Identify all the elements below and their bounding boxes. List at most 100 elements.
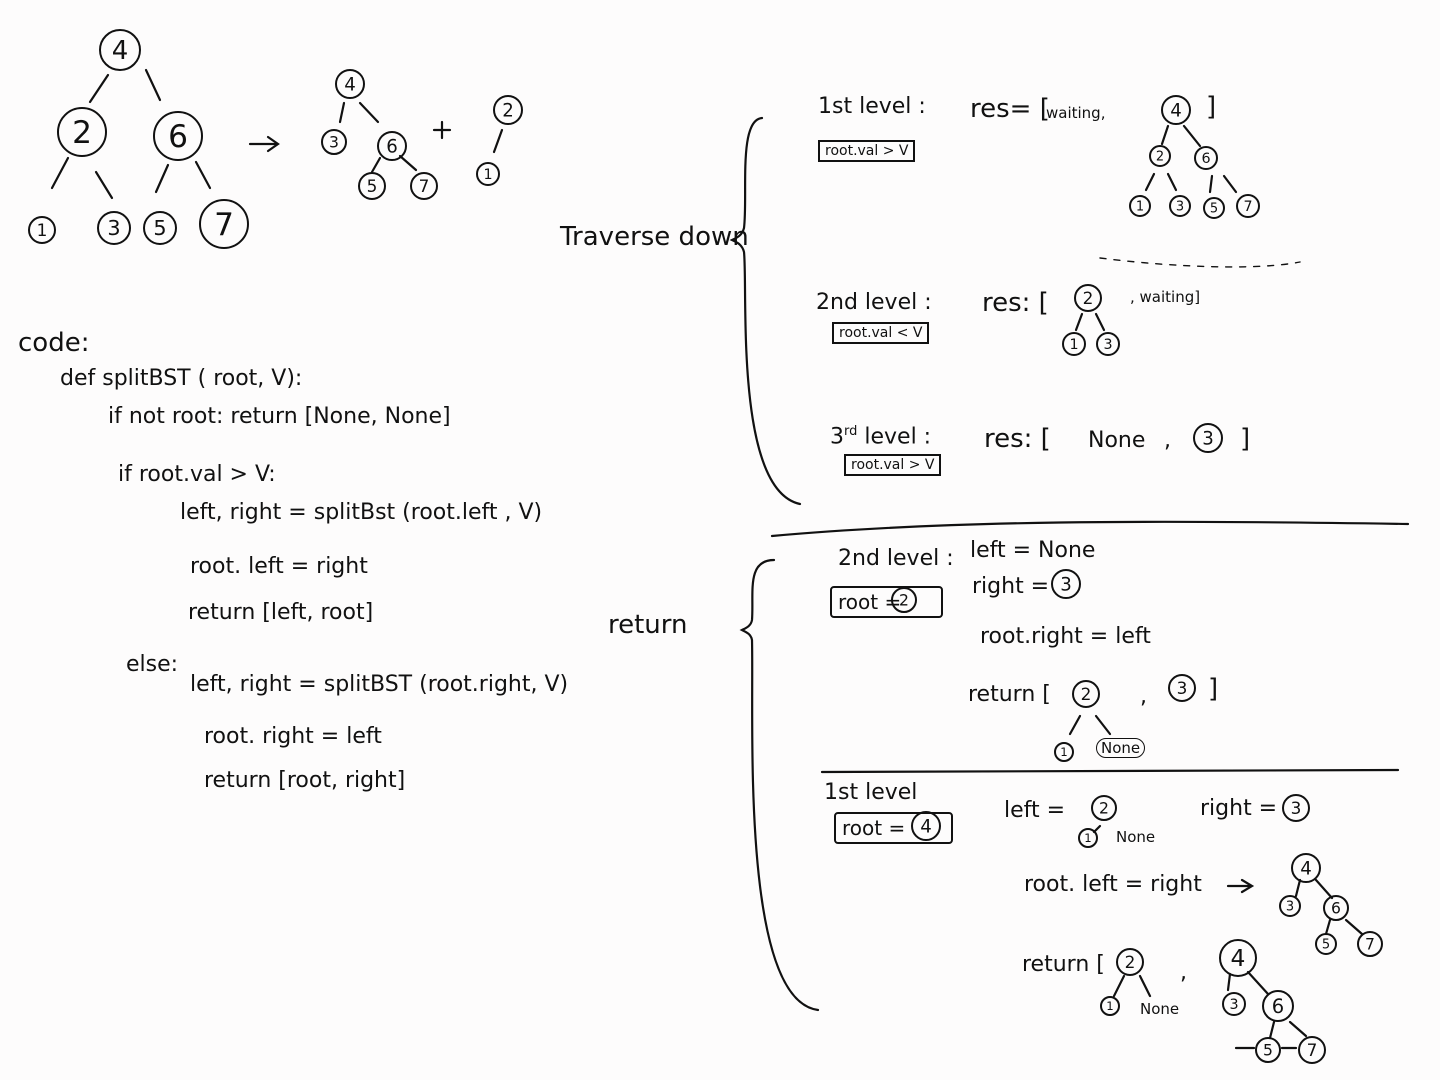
tree-node-circle <box>1096 332 1120 356</box>
tree-node-circle <box>335 69 365 99</box>
tree-node-value: 4 <box>920 816 932 837</box>
code-header: code: <box>18 328 90 358</box>
tree-node-circle <box>57 107 107 157</box>
tree-node-value: 1 <box>1069 337 1078 353</box>
traverse-l2-cond: root.val < V <box>832 322 930 344</box>
tree-node-circle <box>1262 990 1294 1022</box>
code-line-def: def splitBST ( root, V): <box>60 366 303 391</box>
tree-node-circle <box>1255 1037 1281 1063</box>
code-line-split-left: left, right = splitBst (root.left , V) <box>180 500 543 525</box>
traverse-l1-res: res= [ <box>970 94 1050 124</box>
tree-node-circle <box>1298 1036 1326 1064</box>
return-l2-return: return [ <box>968 682 1051 707</box>
tree-node-circle <box>1194 146 1218 170</box>
tree-node-circle <box>410 172 438 200</box>
tree-node-value: 3 <box>1103 337 1112 353</box>
tree-node-value: 1 <box>1060 745 1067 759</box>
tree-node-value: 5 <box>153 216 166 240</box>
tree-node-circle <box>1054 742 1074 762</box>
traverse-l1-cond: root.val > V <box>818 140 916 162</box>
traverse-l3-res: res: [ <box>984 424 1051 454</box>
tree-node-value: 4 <box>344 74 356 95</box>
return-l2-label: 2nd level : <box>838 546 954 571</box>
tree-node-circle <box>1149 145 1171 167</box>
tree-node-circle <box>1100 996 1120 1016</box>
tree-node-circle <box>1291 853 1321 883</box>
tree-node-value: 7 <box>1243 199 1252 215</box>
code-line-split-right: left, right = splitBST (root.right, V) <box>190 672 569 697</box>
return-l2-assign: root.right = left <box>980 624 1151 649</box>
tree-node-circle <box>358 172 386 200</box>
tree-node-circle <box>1116 948 1144 976</box>
tree-node-circle <box>1236 194 1260 218</box>
tree-node-value: 3 <box>1176 200 1184 215</box>
tree-node-circle <box>1168 674 1196 702</box>
tree-node-value: 7 <box>1365 935 1375 953</box>
tree-node-circle <box>1222 992 1246 1016</box>
return-l2-right: right = <box>972 574 1050 599</box>
tree-node-value: 1 <box>1084 831 1091 845</box>
tree-node-circle <box>28 216 56 244</box>
tree-node-value: 2 <box>1081 684 1092 704</box>
traverse-down-label: Traverse down <box>560 222 749 252</box>
tree-node-value: 7 <box>214 207 234 243</box>
tree-node-circle <box>1161 95 1191 125</box>
tree-node-value: 3 <box>1291 798 1302 818</box>
return-l1-return: return [ <box>1022 952 1105 977</box>
tree-node-circle <box>321 129 347 155</box>
tree-node-circle <box>1169 195 1191 217</box>
tree-node-value: 3 <box>107 216 120 240</box>
tree-node-circle <box>476 162 500 186</box>
tree-node-value: 1 <box>483 167 492 183</box>
traverse-l3-close: ] <box>1240 424 1251 454</box>
tree-node-value: 7 <box>1307 1040 1318 1060</box>
tree-node-value: 3 <box>329 133 339 151</box>
tree-node-value: 1 <box>1106 999 1113 1013</box>
return-l1-final-none: None <box>1140 1000 1180 1018</box>
code-line-if-greater: if root.val > V: <box>118 462 276 487</box>
code-line-return-left-root: return [left, root] <box>188 600 374 625</box>
traverse-l3-cond: root.val > V <box>844 454 942 476</box>
return-l1-left-none: None <box>1116 828 1156 846</box>
traverse-l1-close: ] <box>1206 92 1217 122</box>
tree-node-circle <box>153 111 203 161</box>
traverse-l2-waiting: , waiting] <box>1130 288 1201 306</box>
traverse-l3-label: 3rd level : <box>830 424 932 450</box>
tree-node-circle <box>1062 332 1086 356</box>
tree-node-circle <box>1219 939 1257 977</box>
traverse-l1-waiting: waiting, <box>1046 104 1106 122</box>
return-l2-root-box: root = <box>830 586 944 618</box>
tree-node-value: 1 <box>37 220 48 240</box>
tree-node-value: 3 <box>1060 574 1072 595</box>
code-line-if-not-root: if not root: return [None, None] <box>108 404 451 429</box>
tree-node-circle <box>1051 569 1081 599</box>
tree-node-circle <box>199 199 249 249</box>
tree-node-circle <box>1078 828 1098 848</box>
traverse-l2-res: res: [ <box>982 288 1049 318</box>
tree-node-value: 2 <box>1125 952 1136 972</box>
tree-node-circle <box>1074 284 1102 312</box>
traverse-l1-label: 1st level : <box>818 94 926 119</box>
tree-node-value: 2 <box>1083 288 1094 308</box>
return-l2-left: left = None <box>970 538 1096 563</box>
tree-node-value: 6 <box>386 136 398 157</box>
tree-node-circle <box>1282 794 1310 822</box>
return-l1-right: right = <box>1200 796 1278 821</box>
tree-node-circle <box>1279 895 1301 917</box>
tree-node-circle <box>1357 931 1383 957</box>
tree-node-circle <box>891 587 917 613</box>
tree-node-value: 2 <box>899 591 909 609</box>
return-l1-label: 1st level <box>824 780 918 805</box>
tree-node-value: 3 <box>1202 428 1214 449</box>
tree-node-circle <box>1072 680 1100 708</box>
return-l2-comma: , <box>1140 684 1147 709</box>
tree-node-circle <box>1193 423 1223 453</box>
code-line-root-right: root. right = left <box>204 724 382 749</box>
tree-node-circle <box>1323 895 1349 921</box>
code-line-else: else: <box>126 652 179 677</box>
tree-node-circle <box>493 95 523 125</box>
tree-node-value: 6 <box>1331 899 1341 917</box>
tree-node-circle <box>1203 197 1225 219</box>
tree-node-value: 1 <box>1136 200 1144 215</box>
